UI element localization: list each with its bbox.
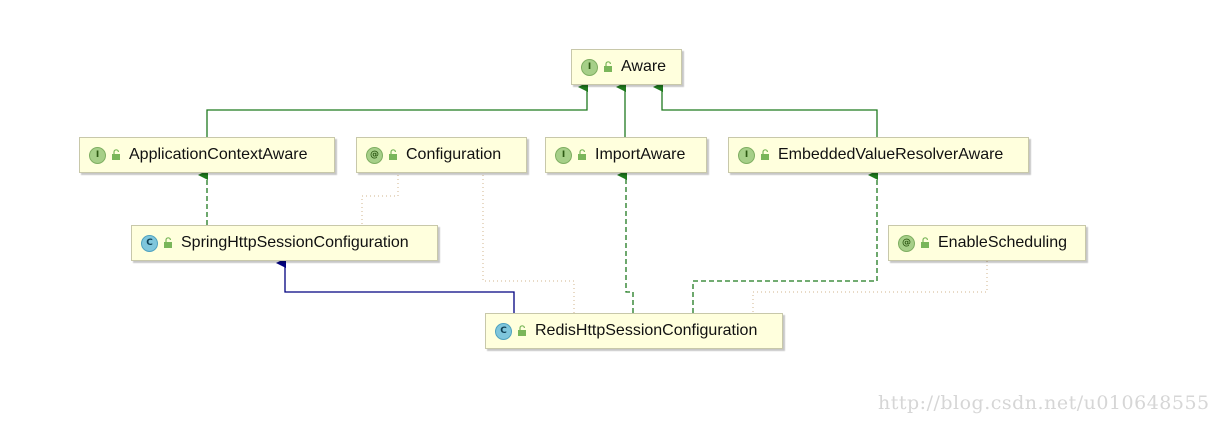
node-label: ApplicationContextAware [129, 146, 308, 163]
interface-icon: I [89, 146, 106, 164]
interface-icon: I [555, 146, 572, 164]
unlocked-icon [112, 149, 120, 160]
node-application-context-aware[interactable]: I ApplicationContextAware [79, 137, 335, 173]
unlocked-icon [164, 237, 172, 248]
class-icon: C [495, 322, 512, 340]
node-label: Aware [621, 58, 667, 75]
node-embedded-value-resolver-aware[interactable]: I EmbeddedValueResolverAware [728, 137, 1029, 173]
watermark: http://blog.csdn.net/u010648555 [878, 392, 1210, 414]
unlocked-icon [761, 149, 769, 160]
node-label: ImportAware [595, 146, 686, 163]
edge-applicationcontextaware-extends-aware [206, 82, 588, 137]
node-spring-http-session-configuration[interactable]: C SpringHttpSessionConfiguration [131, 225, 438, 261]
annotation-icon: @ [898, 234, 915, 252]
unlocked-icon [578, 149, 586, 160]
edge-redishttpsessionconfiguration-extends-springhttpsessionconfiguration [276, 258, 515, 313]
node-enable-scheduling[interactable]: @ EnableScheduling [888, 225, 1086, 261]
node-label: EnableScheduling [938, 234, 1067, 251]
node-aware[interactable]: I Aware [571, 49, 682, 85]
node-redis-http-session-configuration[interactable]: C RedisHttpSessionConfiguration [485, 313, 783, 349]
edge-configuration-annotates-springhttpsessionconfiguration [361, 175, 399, 226]
edge-enablescheduling-annotates-redishttpsessionconfiguration [752, 261, 988, 313]
edge-redishttpsessionconfiguration-implements-importaware [617, 170, 634, 313]
node-label: RedisHttpSessionConfiguration [535, 322, 758, 339]
interface-icon: I [581, 58, 598, 76]
class-icon: C [141, 234, 158, 252]
edge-redishttpsessionconfiguration-implements-embeddedvalueresolveraware [692, 170, 878, 313]
unlocked-icon [921, 237, 929, 248]
interface-icon: I [738, 146, 755, 164]
node-label: EmbeddedValueResolverAware [778, 146, 1004, 163]
node-import-aware[interactable]: I ImportAware [545, 137, 707, 173]
node-label: Configuration [406, 146, 502, 163]
unlocked-icon [518, 325, 526, 336]
node-configuration[interactable]: @ Configuration [356, 137, 527, 173]
unlocked-icon [389, 149, 397, 160]
node-label: SpringHttpSessionConfiguration [181, 234, 409, 251]
unlocked-icon [604, 61, 612, 72]
annotation-icon: @ [366, 146, 383, 164]
edge-embeddedvalueresolveraware-extends-aware [653, 82, 878, 137]
edge-configuration-annotates-redishttpsessionconfiguration [482, 175, 575, 313]
